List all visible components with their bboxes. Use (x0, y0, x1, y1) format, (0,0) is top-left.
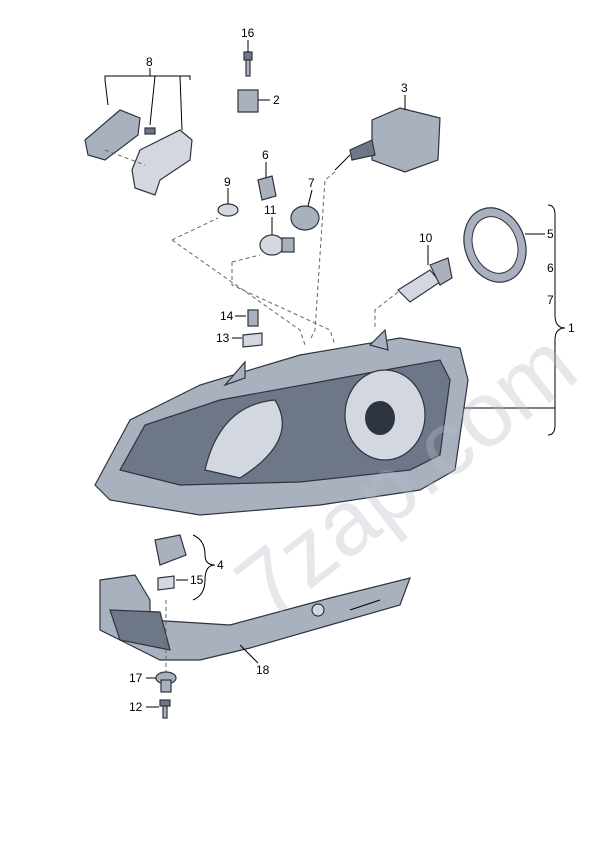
bracket-8[interactable] (84, 109, 193, 196)
callout-9[interactable]: 9 (224, 175, 231, 189)
bulb-holder-6[interactable] (257, 175, 277, 201)
callout-2[interactable]: 2 (273, 93, 280, 107)
callout-3[interactable]: 3 (401, 81, 408, 95)
bulb-11[interactable] (259, 234, 295, 256)
headlight-housing-1[interactable] (94, 328, 469, 516)
leveling-motor-3[interactable] (334, 107, 441, 173)
callout-6[interactable]: 6 (262, 148, 269, 162)
mounting-bracket-18[interactable] (99, 574, 411, 661)
bulb-9[interactable] (217, 203, 239, 217)
bulb-socket-7[interactable] (290, 205, 320, 231)
screw-16[interactable] (243, 51, 253, 77)
callout-12[interactable]: 12 (129, 700, 143, 714)
callout-7[interactable]: 7 (308, 176, 315, 190)
callout-15[interactable]: 15 (190, 573, 204, 587)
cover-cap-5[interactable] (454, 199, 536, 291)
clip-4[interactable] (154, 534, 187, 566)
clip-2[interactable] (237, 89, 259, 113)
callout-6-ring[interactable]: 6 (547, 261, 554, 275)
bulb-h7-10[interactable] (397, 257, 453, 303)
screw-14[interactable] (247, 309, 259, 327)
callout-8[interactable]: 8 (146, 55, 153, 69)
callout-18[interactable]: 18 (256, 663, 270, 677)
screw-12[interactable] (159, 699, 171, 719)
callout-7-ring[interactable]: 7 (547, 293, 554, 307)
nut-15[interactable] (157, 575, 175, 591)
callout-10[interactable]: 10 (419, 231, 433, 245)
callout-5[interactable]: 5 (547, 227, 554, 241)
callout-14[interactable]: 14 (220, 309, 234, 323)
bolt-17[interactable] (155, 671, 177, 693)
callout-4[interactable]: 4 (217, 558, 224, 572)
callout-16[interactable]: 16 (241, 26, 255, 40)
callout-17[interactable]: 17 (129, 671, 143, 685)
nut-13[interactable] (242, 332, 263, 348)
callout-13[interactable]: 13 (216, 331, 230, 345)
callout-11[interactable]: 11 (264, 203, 277, 217)
callout-1[interactable]: 1 (568, 321, 575, 335)
